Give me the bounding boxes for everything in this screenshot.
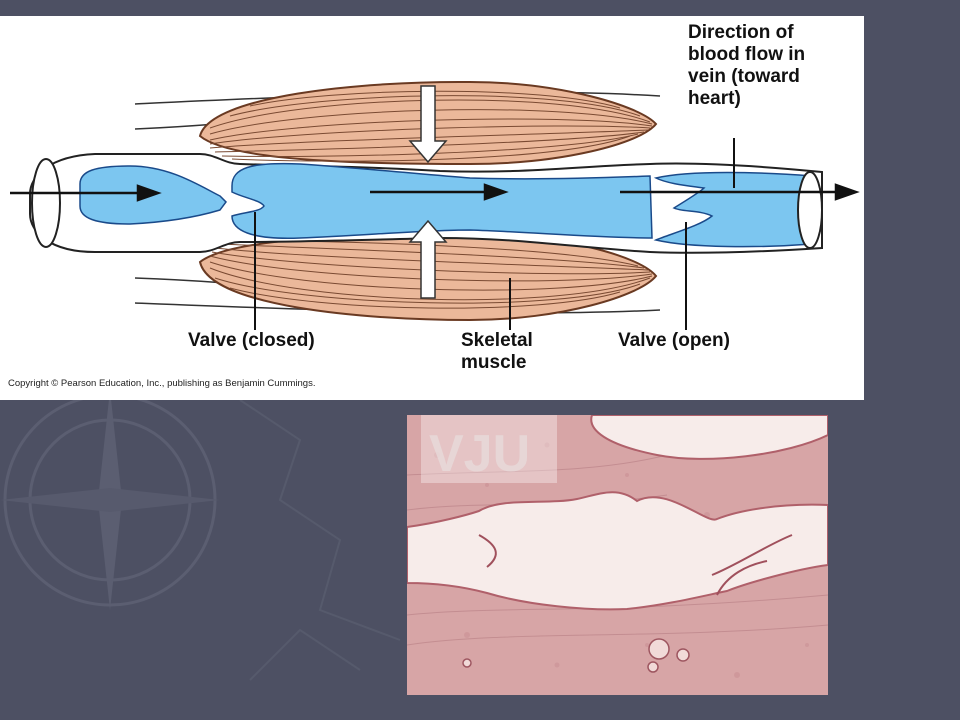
micrograph-drawing: VJU <box>407 415 828 678</box>
label-valve-closed: Valve (closed) <box>188 330 315 351</box>
vein-valve-micrograph: VJU <box>407 415 828 695</box>
compression-arrow-down <box>408 85 448 164</box>
label-valve-open: Valve (open) <box>618 330 730 351</box>
copyright-text: Copyright © Pearson Education, Inc., pub… <box>8 378 316 389</box>
compression-arrow-up <box>408 219 448 299</box>
micrograph-vein-lumen <box>407 491 828 611</box>
vein-diagram-drawing <box>10 80 860 330</box>
micrograph-watermark: VJU <box>429 425 530 483</box>
vein-valve-diagram: Direction of blood flow in vein (toward … <box>0 16 864 400</box>
micrograph-upper-lumen <box>590 415 828 460</box>
label-blood-flow-direction: Direction of blood flow in vein (toward … <box>688 22 806 109</box>
label-skeletal-muscle: Skeletal muscle <box>461 330 533 373</box>
background-compass-decoration <box>0 390 401 681</box>
